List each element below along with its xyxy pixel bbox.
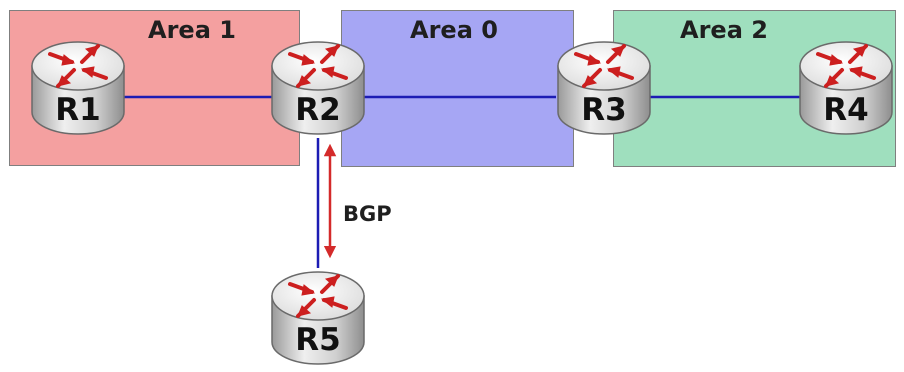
router-r4-label: R4: [823, 92, 869, 128]
router-r2: R2: [266, 32, 370, 140]
router-icon: [271, 41, 365, 135]
area-2-label: Area 2: [680, 16, 768, 44]
router-icon: [557, 41, 651, 135]
area-1-label: Area 1: [148, 16, 236, 44]
area-0-zone: [341, 10, 574, 167]
router-r5-label: R5: [295, 322, 341, 358]
bgp-label: BGP: [343, 202, 392, 226]
router-r4: R4: [794, 32, 898, 140]
router-icon: [31, 41, 125, 135]
router-icon: [271, 271, 365, 365]
area-0-label: Area 0: [410, 16, 498, 44]
router-r3: R3: [552, 32, 656, 140]
router-r1-label: R1: [55, 92, 101, 128]
router-r3-label: R3: [581, 92, 627, 128]
router-r1: R1: [26, 32, 130, 140]
router-r2-label: R2: [295, 92, 341, 128]
router-icon: [799, 41, 893, 135]
router-r5: R5: [266, 262, 370, 370]
